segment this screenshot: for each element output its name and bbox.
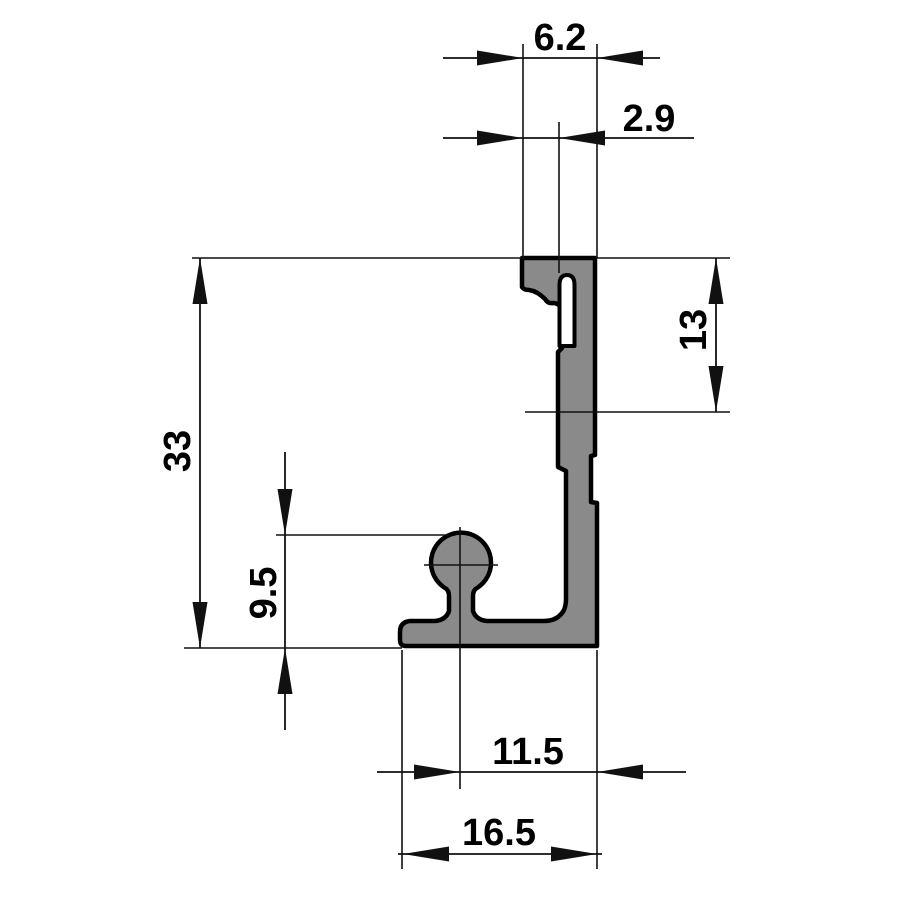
arrow-ball-top <box>277 489 293 535</box>
arrow-top-width-right <box>597 50 643 66</box>
arrow-ball-edge-right <box>597 764 643 780</box>
dimension-lines <box>199 57 717 855</box>
extension-lines <box>184 44 730 869</box>
profile-slot-cavity <box>557 273 577 348</box>
dimension-labels: 6.2 2.9 13 33 9.5 11.5 16.5 <box>157 17 715 854</box>
arrow-channel-top <box>708 258 724 304</box>
arrow-ball-edge-left <box>414 764 460 780</box>
dimension-arrowheads <box>192 50 724 862</box>
label-channel-depth: 13 <box>673 309 715 351</box>
label-overall-height: 33 <box>157 430 199 472</box>
arrow-height-bottom <box>192 602 208 648</box>
arrow-height-top <box>192 258 208 304</box>
arrow-hook-left <box>477 130 523 146</box>
arrow-base-right <box>551 846 597 862</box>
label-ball-height: 9.5 <box>243 567 285 620</box>
label-ball-to-edge: 11.5 <box>492 731 564 773</box>
label-base-width: 16.5 <box>462 812 536 854</box>
label-top-width: 6.2 <box>534 17 587 59</box>
arrow-channel-bottom <box>708 366 724 412</box>
arrow-base-left <box>403 846 449 862</box>
arrow-hook-right <box>559 130 605 146</box>
label-hook-offset: 2.9 <box>623 98 676 140</box>
profile-geometry <box>397 255 600 649</box>
arrow-ball-bottom <box>277 648 293 694</box>
profile-cross-section <box>397 255 600 649</box>
arrow-top-width-left <box>477 50 523 66</box>
